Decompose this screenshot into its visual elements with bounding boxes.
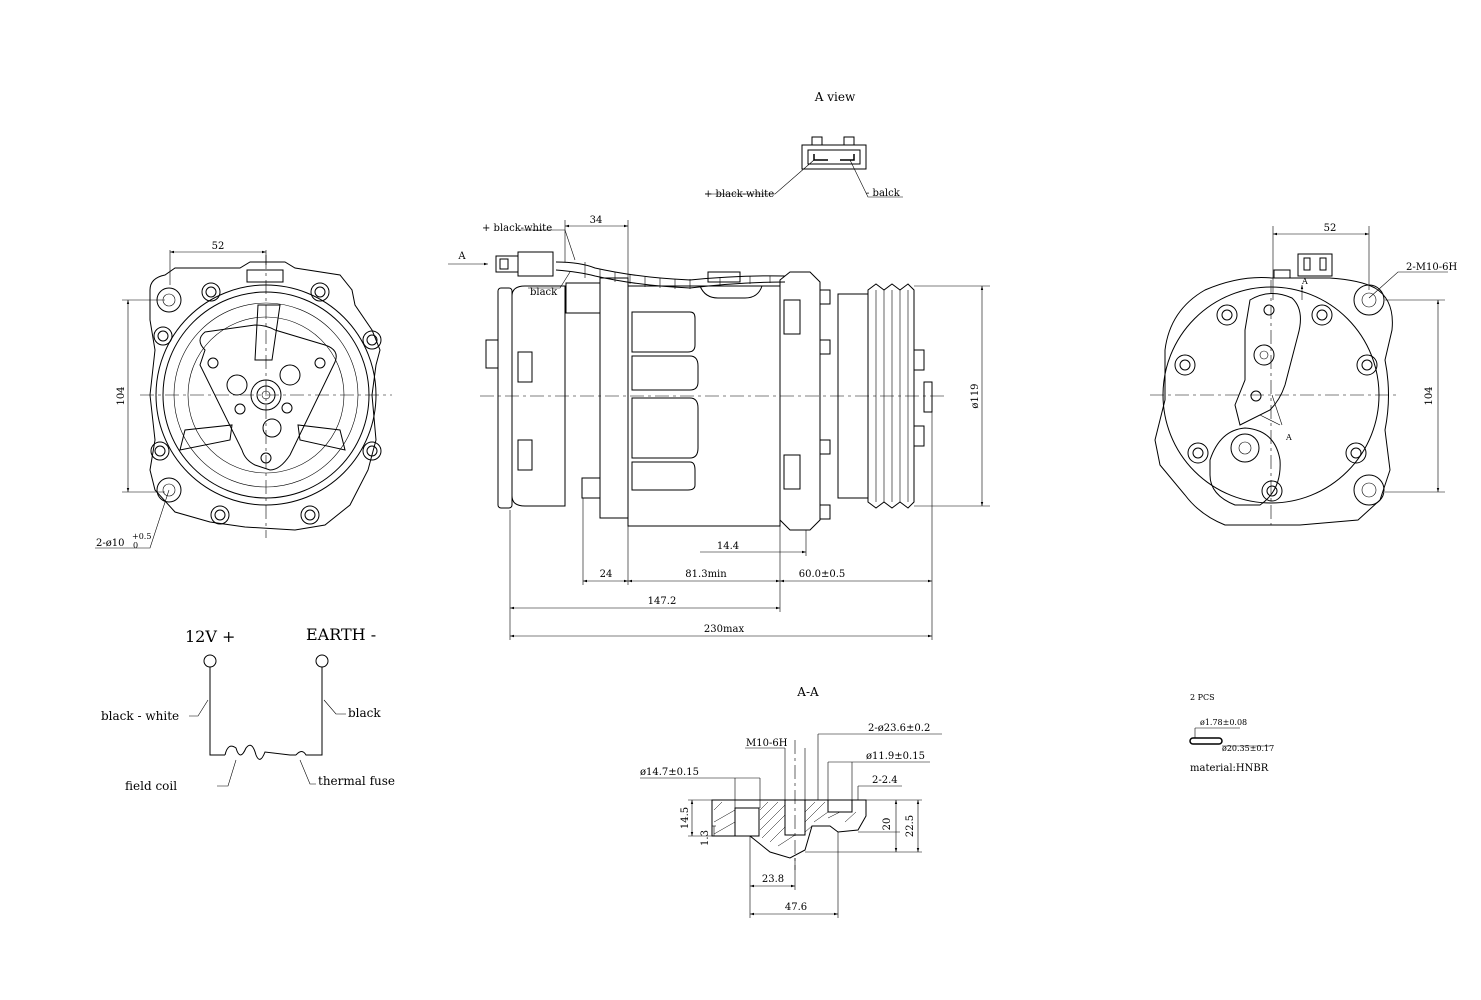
circuit-coil: field coil xyxy=(125,779,177,793)
section-dim-22-5: 22.5 xyxy=(905,815,916,837)
section-d236: 2-ø23.6±0.2 xyxy=(868,723,930,734)
side-dim-81-3: 81.3min xyxy=(685,569,727,580)
rear-dim-height: 104 xyxy=(1424,386,1435,405)
oring-qty: 2 PCS xyxy=(1190,693,1215,702)
rear-thread-label: 2-M10-6H xyxy=(1406,262,1457,273)
side-pos-wire: + black-white xyxy=(482,223,552,234)
front-dim-height: 104 xyxy=(116,386,127,405)
side-dim-24: 24 xyxy=(600,569,613,580)
section-dim-23-8: 23.8 xyxy=(762,874,784,885)
a-view-title: A view xyxy=(814,90,856,104)
front-view: 52 104 xyxy=(95,241,392,550)
section-22: 2-2.4 xyxy=(872,775,898,786)
front-holes-tol-lower: 0 xyxy=(133,541,138,550)
oring-d2035: ø20.35±0.17 xyxy=(1222,744,1274,753)
section-d119: ø11.9±0.15 xyxy=(866,751,925,762)
o-ring-spec: 2 PCS ø1.78±0.08 ø20.35±0.17 material:HN… xyxy=(1189,693,1274,774)
section-m10: M10-6H xyxy=(746,738,788,749)
side-view: A + black-white black xyxy=(448,215,990,640)
side-arrow-a: A xyxy=(457,251,466,262)
front-holes-tol-upper: +0.5 xyxy=(132,532,151,541)
front-dim-width: 52 xyxy=(212,241,225,252)
rear-arrow-a-mid: A xyxy=(1285,433,1292,442)
oring-d178: ø1.78±0.08 xyxy=(1200,718,1247,727)
section-dim-14-5: 14.5 xyxy=(680,807,691,829)
section-dim-47-6: 47.6 xyxy=(785,902,807,913)
circuit-wire-neg: black xyxy=(348,706,381,720)
rear-view: 52 104 2-M10-6H A xyxy=(1150,223,1457,526)
side-dim-34: 34 xyxy=(590,215,603,226)
side-black-wire: black xyxy=(530,287,558,298)
side-dim-14-4: 14.4 xyxy=(717,541,739,552)
section-a-a: A-A ø14.7±0.15 M10-6H 2-ø23.6±0.2 xyxy=(640,685,942,918)
circuit-fuse: thermal fuse xyxy=(318,774,395,788)
section-d147: ø14.7±0.15 xyxy=(640,767,699,778)
a-view: A view + black-white - balck xyxy=(704,90,903,200)
a-view-pos-label: + black-white xyxy=(704,189,774,200)
side-dim-60: 60.0±0.5 xyxy=(799,569,846,580)
side-dim-147-2: 147.2 xyxy=(648,596,677,607)
side-dim-230: 230max xyxy=(704,624,745,635)
circuit-diagram: 12V + EARTH - black - white black field … xyxy=(101,625,395,793)
a-view-neg-label: - balck xyxy=(866,188,901,199)
rear-dim-width: 52 xyxy=(1324,223,1337,234)
section-dim-1-3: 1.3 xyxy=(700,830,711,846)
rear-arrow-a-top: A xyxy=(1301,277,1308,286)
side-dim-dia: ø119 xyxy=(970,383,981,408)
front-holes-label: 2-ø10 xyxy=(96,538,125,549)
section-title: A-A xyxy=(796,685,819,699)
circuit-neg-terminal: EARTH - xyxy=(306,625,376,644)
circuit-pos-terminal: 12V + xyxy=(185,627,235,646)
circuit-wire-pos: black - white xyxy=(101,709,179,723)
oring-material: material:HNBR xyxy=(1190,763,1269,774)
section-dim-20: 20 xyxy=(882,818,893,831)
